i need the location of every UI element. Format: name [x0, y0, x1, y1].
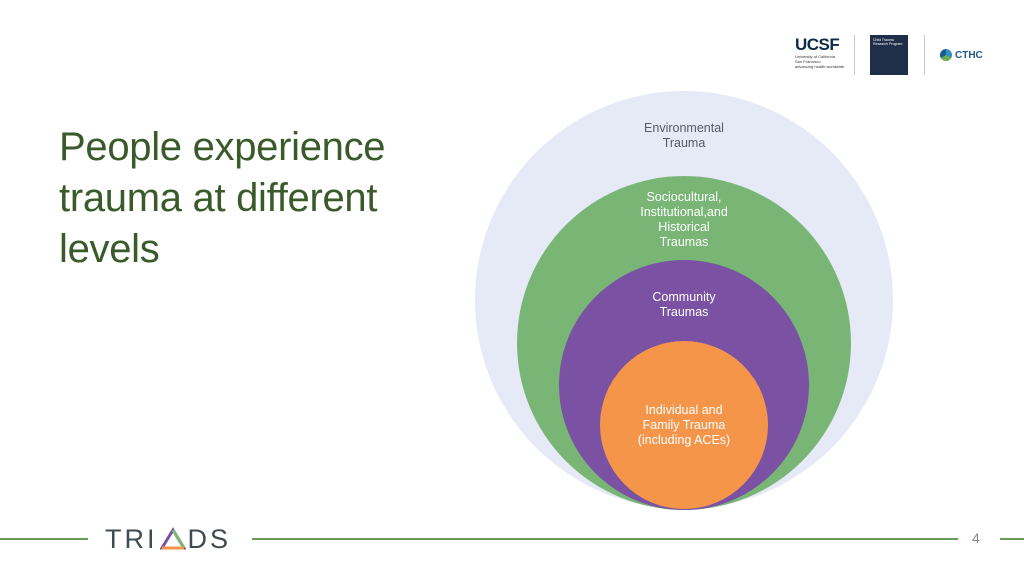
cthc-logo: CTHC: [940, 47, 983, 63]
cthc-logo-text: CTHC: [955, 49, 983, 61]
individual-family-trauma-circle: [600, 341, 768, 509]
ucsf-logo-line: University of California: [795, 54, 836, 59]
ucsf-logo-line: San Francisco: [795, 59, 821, 64]
triads-logo: TRI DS: [105, 524, 231, 554]
footer-rule-right: [1000, 538, 1024, 540]
triads-logo-text: TRI: [105, 523, 158, 554]
logo-divider: [924, 35, 925, 75]
slide-title: People experience trauma at different le…: [59, 125, 386, 271]
triads-logo-text: DS: [187, 523, 232, 554]
footer-rule-middle: [252, 538, 958, 540]
ucsf-logo-line: advancing health worldwide: [795, 64, 845, 69]
footer-rule-left: [0, 538, 88, 540]
cthc-mark-icon: [940, 49, 952, 61]
ucsf-logo-mark: UCSF: [795, 35, 840, 54]
triangle-icon: [159, 527, 186, 550]
child-trauma-program-logo: Child Trauma Research Program: [870, 35, 908, 75]
page-number: 4: [972, 530, 980, 546]
logo-divider: [854, 35, 855, 75]
partner-logos: UCSF University of California San Franci…: [790, 33, 1000, 77]
ucsf-logo: UCSF University of California San Franci…: [795, 36, 855, 76]
